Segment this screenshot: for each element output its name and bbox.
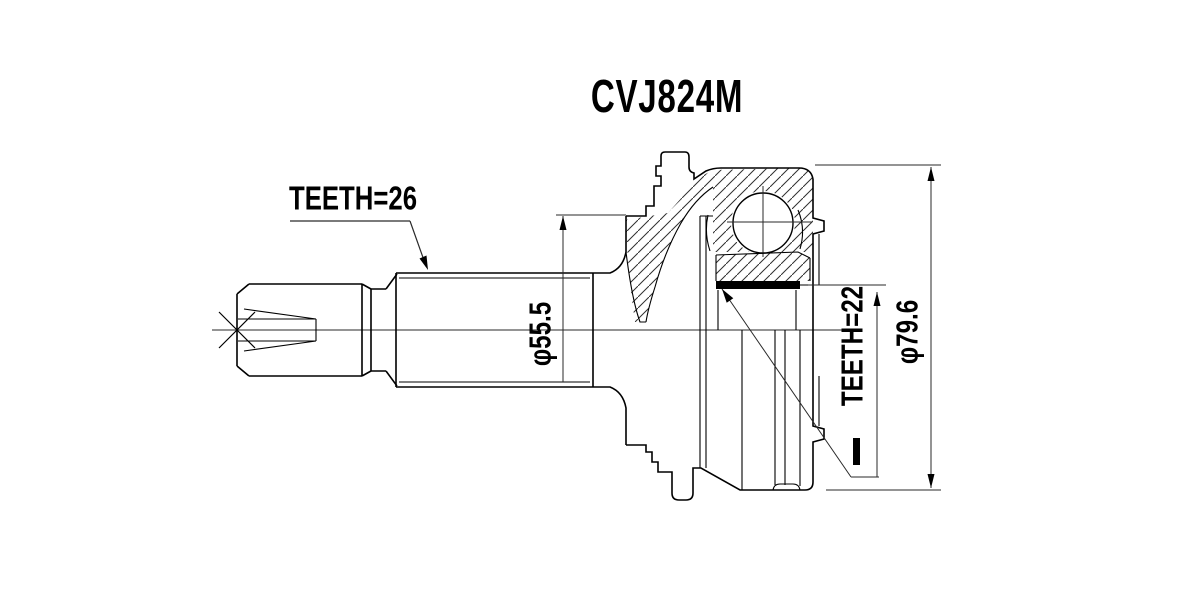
bell-bore-edge <box>625 186 714 323</box>
dim-arrow-phi79-down <box>927 474 935 488</box>
outer-diameter-label: φ79.6 <box>889 299 925 365</box>
section-hatch-bell-left-wall <box>626 170 713 322</box>
part-number-title: CVJ824M <box>590 70 744 122</box>
bell-outline-top <box>626 151 814 217</box>
cage-edge-lines <box>699 215 713 468</box>
dim-arrow-phi79-up <box>927 167 935 181</box>
dim-arrow-teeth22-up <box>873 292 881 306</box>
shaft-tip-spline-detail <box>238 308 317 352</box>
shaft-tip-outline <box>236 283 372 377</box>
dim-ext-lines-phi79 <box>815 164 941 491</box>
cage-window-arcs <box>705 209 804 252</box>
spline-count-label-outboard: TEETH=26 <box>288 179 418 217</box>
leader-underline-teeth26 <box>290 220 427 267</box>
leader-line-teeth22 <box>721 288 879 478</box>
ball-center-lines <box>727 186 812 257</box>
shaft-spline-root-lines <box>399 277 590 383</box>
spline-count-label-inboard: TEETH=22 <box>834 285 870 407</box>
shaft-diameter-label: φ55.5 <box>522 301 558 367</box>
leader-landing-tick <box>853 438 860 465</box>
leader-arrow-teeth22 <box>722 289 734 303</box>
shaft-neck-outline <box>371 273 398 387</box>
inner-race-spline-band <box>716 281 800 289</box>
section-hatch-inner-race <box>716 252 810 281</box>
bell-bottom-feature-lines <box>741 234 820 491</box>
shaft-spline-section <box>395 272 594 388</box>
dim-arrow-phi55-up <box>559 216 567 230</box>
leader-arrow-teeth26 <box>419 255 428 270</box>
inner-race-outline <box>715 251 811 330</box>
bell-right-face <box>812 179 825 482</box>
bell-outline-bottom <box>626 444 814 501</box>
